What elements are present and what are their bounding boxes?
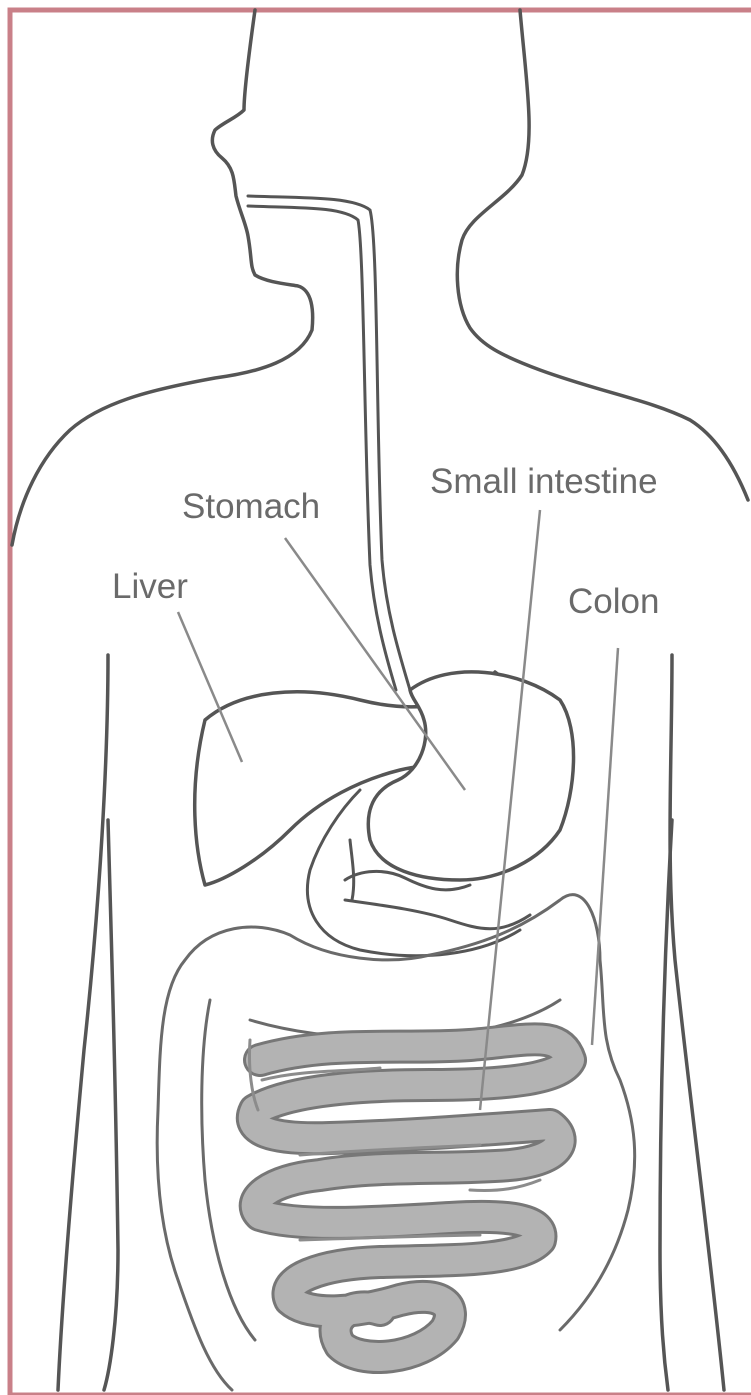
label-small-intestine: Small intestine	[430, 462, 658, 501]
label-stomach: Stomach	[182, 487, 320, 526]
label-colon: Colon	[568, 582, 659, 621]
label-liver: Liver	[112, 567, 188, 606]
